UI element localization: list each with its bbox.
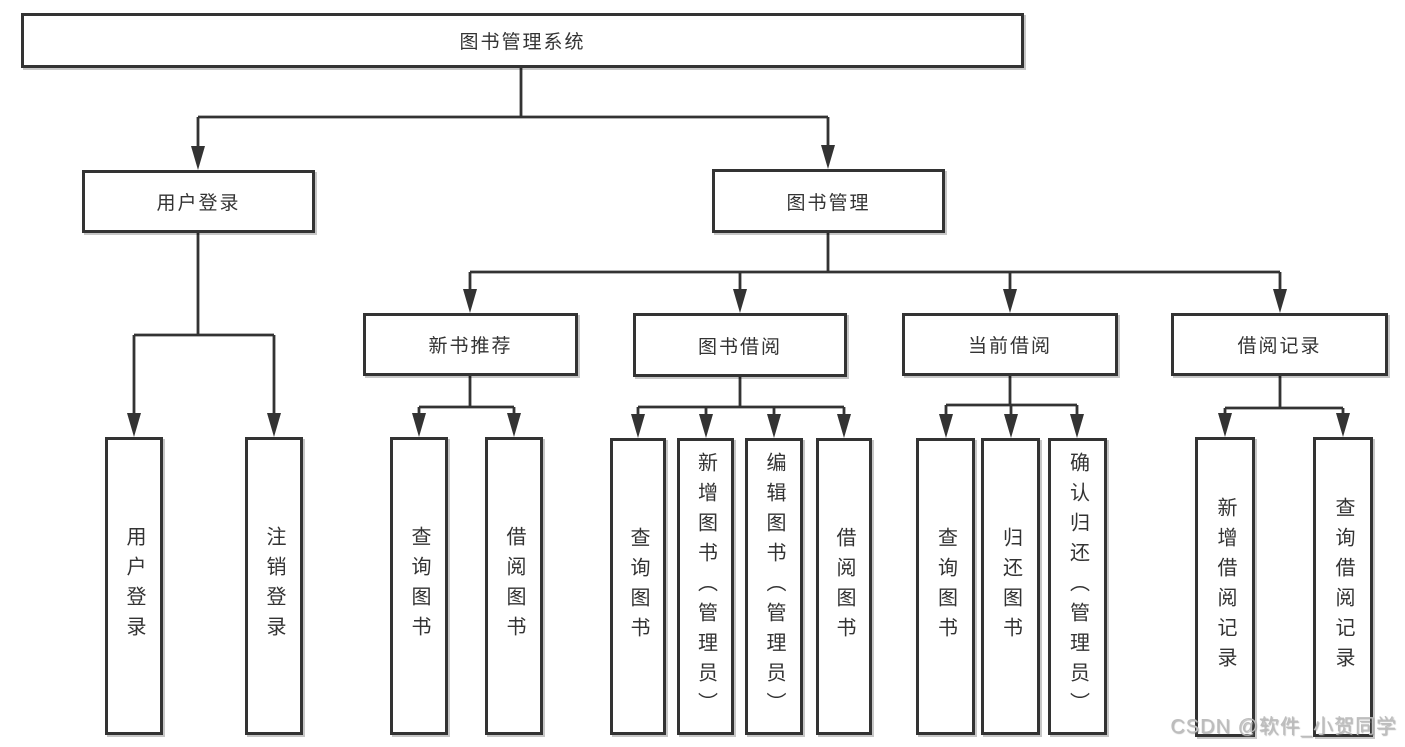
leaf-query-books-borrowing: 查询图书 xyxy=(610,438,666,735)
leaf-logout: 注销登录 xyxy=(245,437,303,735)
leaf-confirm-return-admin: 确认归还（管理员） xyxy=(1048,438,1107,735)
leaf-edit-book-admin: 编辑图书（管理员） xyxy=(745,438,803,735)
leaf-add-borrow-record: 新增借阅记录 xyxy=(1195,437,1255,737)
watermark: CSDN @软件_小贺同学 xyxy=(1170,716,1397,738)
node-current-borrowing: 当前借阅 xyxy=(902,313,1118,376)
node-new-book-recommendation: 新书推荐 xyxy=(363,313,578,376)
leaf-add-book-admin: 新增图书（管理员） xyxy=(677,438,734,735)
node-borrowing-records: 借阅记录 xyxy=(1171,313,1388,376)
node-user-login: 用户登录 xyxy=(82,170,315,233)
leaf-query-books-recommend: 查询图书 xyxy=(390,437,448,735)
node-library-management-system: 图书管理系统 xyxy=(21,13,1024,68)
node-book-management: 图书管理 xyxy=(712,169,945,233)
leaf-return-books: 归还图书 xyxy=(981,438,1040,735)
leaf-borrow-books-recommend: 借阅图书 xyxy=(485,437,543,735)
leaf-query-books-current: 查询图书 xyxy=(916,438,975,735)
leaf-query-borrow-record: 查询借阅记录 xyxy=(1313,437,1373,737)
node-book-borrowing: 图书借阅 xyxy=(633,313,847,377)
arrowheads xyxy=(127,145,1350,438)
leaf-borrow-books-borrowing: 借阅图书 xyxy=(816,438,872,735)
leaf-user-login: 用户登录 xyxy=(105,437,163,735)
